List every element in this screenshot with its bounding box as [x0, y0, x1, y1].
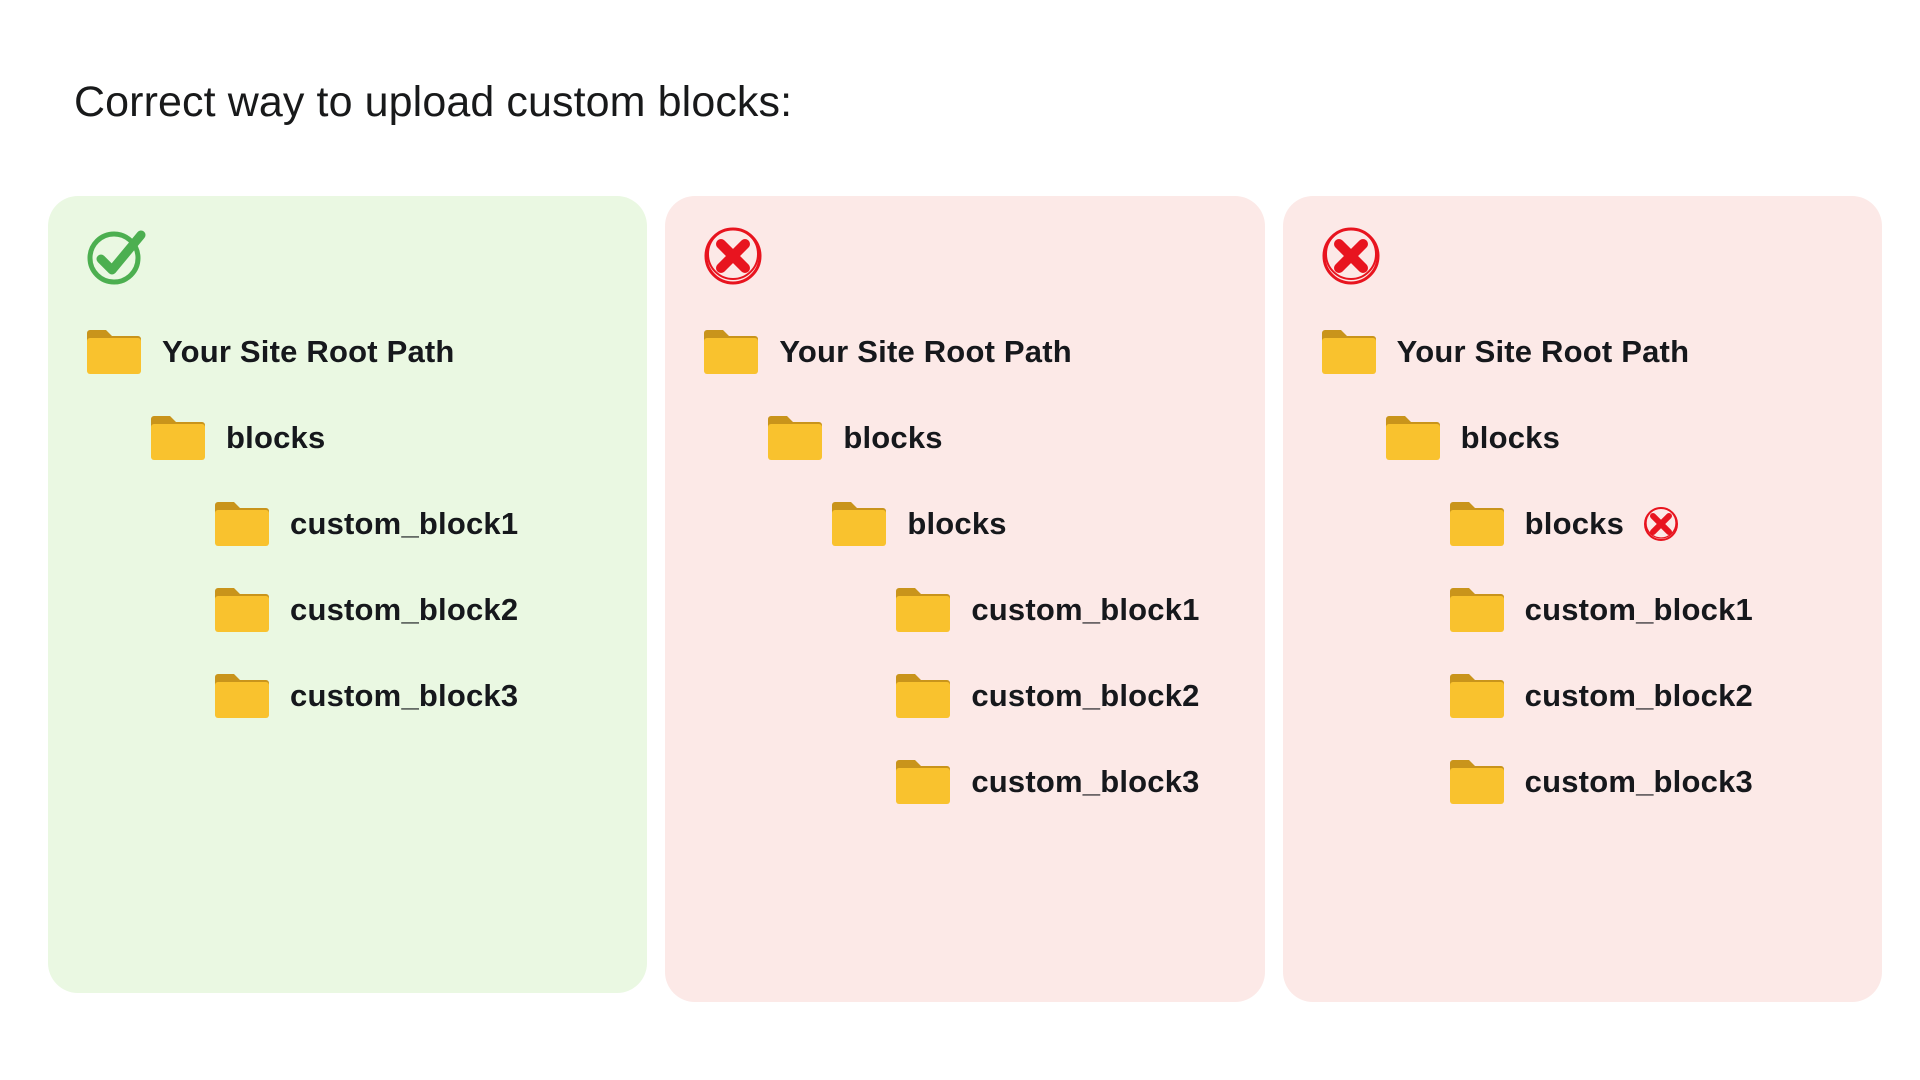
- cross-circle-icon: [701, 224, 1240, 293]
- tree-row-label: custom_block3: [290, 678, 519, 713]
- tree-row-label: blocks: [1460, 420, 1561, 455]
- tree-row[interactable]: blocks: [1307, 395, 1858, 481]
- folder-icon: [150, 415, 206, 461]
- folder-icon: [895, 759, 951, 805]
- folder-icon: [1449, 759, 1505, 805]
- folder-icon: [214, 501, 270, 547]
- tree-row[interactable]: custom_block3: [72, 653, 623, 739]
- folder-icon: [1449, 501, 1505, 547]
- tree-row-label: custom_block2: [290, 592, 519, 627]
- folder-icon: [214, 587, 270, 633]
- tree-row-label: custom_block1: [290, 506, 519, 541]
- folder-icon: [1385, 415, 1441, 461]
- tree-row-label: blocks: [1524, 506, 1625, 541]
- tree-row[interactable]: custom_block2: [1307, 653, 1858, 739]
- card-wrong-structure-nested-blocks: Your Site Root Path blocks: [665, 196, 1265, 1002]
- tree-row-label: blocks: [226, 420, 326, 455]
- tree-row[interactable]: blocks: [1307, 481, 1858, 567]
- card-wrong-structure-sibling-blocks: Your Site Root Path blocks: [1282, 196, 1882, 1002]
- tree-row[interactable]: Your Site Root Path: [72, 309, 623, 395]
- folder-icon: [1321, 329, 1377, 375]
- tree-row-label: Your Site Root Path: [1396, 334, 1690, 369]
- tree-row[interactable]: custom_block1: [1307, 567, 1858, 653]
- cards-container: Your Site Root Path blocks: [48, 196, 1882, 1002]
- page-title: Correct way to upload custom blocks:: [74, 78, 793, 126]
- tree-row-label: custom_block2: [1524, 678, 1753, 713]
- tree-row[interactable]: blocks: [689, 481, 1240, 567]
- folder-icon: [1449, 587, 1505, 633]
- tree-row-label: blocks: [843, 420, 943, 455]
- tree-row[interactable]: blocks: [72, 395, 623, 481]
- tree-row[interactable]: custom_block1: [689, 567, 1240, 653]
- cross-circle-icon: [1642, 505, 1680, 543]
- folder-icon: [703, 329, 759, 375]
- folder-tree: Your Site Root Path blocks: [72, 309, 623, 739]
- folder-icon: [1449, 673, 1505, 719]
- folder-icon: [831, 501, 887, 547]
- tree-row-label: custom_block3: [1524, 764, 1753, 799]
- tree-row-label: Your Site Root Path: [779, 334, 1072, 369]
- folder-icon: [86, 329, 142, 375]
- tree-row[interactable]: blocks: [689, 395, 1240, 481]
- folder-tree: Your Site Root Path blocks: [1307, 309, 1858, 825]
- tree-row[interactable]: custom_block2: [689, 653, 1240, 739]
- folder-icon: [895, 673, 951, 719]
- tree-row-label: Your Site Root Path: [162, 334, 455, 369]
- tree-row[interactable]: Your Site Root Path: [689, 309, 1240, 395]
- tree-row-label: custom_block1: [1524, 592, 1753, 627]
- card-correct-structure: Your Site Root Path blocks: [48, 196, 648, 993]
- tree-row[interactable]: custom_block2: [72, 567, 623, 653]
- folder-tree: Your Site Root Path blocks: [689, 309, 1240, 825]
- tree-row-label: custom_block3: [971, 764, 1200, 799]
- tree-row[interactable]: custom_block3: [1307, 739, 1858, 825]
- tree-row[interactable]: custom_block3: [689, 739, 1240, 825]
- tree-row-label: custom_block1: [971, 592, 1200, 627]
- check-circle-icon: [84, 224, 623, 293]
- tree-row[interactable]: Your Site Root Path: [1307, 309, 1858, 395]
- tree-row-label: custom_block2: [971, 678, 1200, 713]
- cross-circle-icon: [1319, 224, 1858, 293]
- folder-icon: [214, 673, 270, 719]
- folder-icon: [895, 587, 951, 633]
- tree-row-label: blocks: [907, 506, 1007, 541]
- tree-row[interactable]: custom_block1: [72, 481, 623, 567]
- folder-icon: [767, 415, 823, 461]
